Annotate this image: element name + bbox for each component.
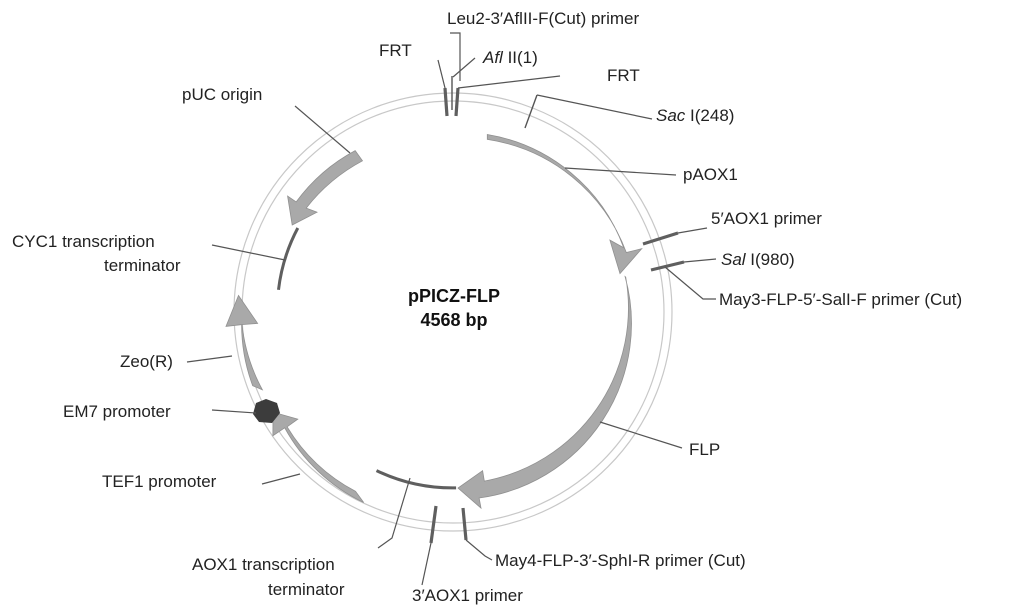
aox1-terminator-leader bbox=[377, 477, 411, 549]
sal-i-label: Sal I(980) bbox=[721, 250, 795, 269]
sac-i-enzyme-name: Sac bbox=[656, 106, 686, 125]
em7-promoter-feature bbox=[253, 399, 280, 423]
em7-promoter-label: EM7 promoter bbox=[63, 402, 171, 421]
em7-promoter-leader bbox=[211, 409, 257, 414]
plasmid-name: pPICZ-FLP bbox=[408, 286, 500, 306]
puc-origin-leader bbox=[294, 105, 351, 154]
sac-i-position: I(248) bbox=[685, 106, 734, 125]
zeo-feature-arrow bbox=[225, 294, 264, 391]
aox1-3-primer-leader bbox=[421, 542, 432, 586]
frt-right-label: FRT bbox=[607, 66, 640, 85]
sac-i-label: Sac I(248) bbox=[656, 106, 734, 125]
puc-origin-feature-arrow bbox=[287, 150, 364, 226]
cyc1-terminator-label-line2: terminator bbox=[104, 256, 181, 275]
sac-i-site-marker bbox=[524, 94, 538, 129]
paox1-leader bbox=[564, 167, 677, 176]
puc-origin-label: pUC origin bbox=[182, 85, 262, 104]
frt-left-marker bbox=[443, 87, 449, 117]
aox1-terminator-label-line1: AOX1 transcription bbox=[192, 555, 335, 574]
cyc1-terminator-leader bbox=[211, 244, 286, 261]
aox1-5-primer-leader bbox=[677, 227, 708, 234]
sal-i-leader bbox=[683, 258, 717, 263]
sal-i-enzyme-name: Sal bbox=[721, 250, 747, 269]
leu2-primer-label: Leu2-3′AflII-F(Cut) primer bbox=[447, 9, 639, 28]
flp-leader bbox=[599, 421, 683, 449]
tef1-promoter-leader bbox=[261, 473, 301, 485]
may4-primer-marker bbox=[461, 507, 468, 541]
aox1-5-primer-label: 5′AOX1 primer bbox=[711, 209, 822, 228]
frt-left-leader bbox=[437, 59, 446, 89]
aox1-terminator-label-line2: terminator bbox=[268, 580, 345, 599]
paox1-label: pAOX1 bbox=[683, 165, 738, 184]
afl-ii-label: Afl II(1) bbox=[482, 48, 538, 67]
aox1-5-primer-marker bbox=[642, 231, 679, 246]
sal-i-position: I(980) bbox=[746, 250, 795, 269]
zeo-label: Zeo(R) bbox=[120, 352, 173, 371]
afl-ii-position: II(1) bbox=[503, 48, 538, 67]
aox1-terminator-feature bbox=[375, 469, 457, 490]
cyc1-terminator-feature bbox=[277, 227, 300, 290]
may4-primer-label: May4-FLP-3′-SphI-R primer (Cut) bbox=[495, 551, 746, 570]
may3-primer-label: May3-FLP-5′-SalI-F primer (Cut) bbox=[719, 290, 962, 309]
afl-ii-enzyme-name: Afl bbox=[482, 48, 504, 67]
tef1-promoter-label: TEF1 promoter bbox=[102, 472, 217, 491]
leu2-primer-leader bbox=[450, 32, 461, 81]
paox1-feature-arrow bbox=[486, 134, 643, 275]
flp-label: FLP bbox=[689, 440, 720, 459]
aox1-3-primer-marker bbox=[429, 505, 438, 544]
sac-i-leader bbox=[536, 94, 653, 120]
plasmid-size: 4568 bp bbox=[420, 310, 487, 330]
may3-primer-marker bbox=[650, 260, 685, 272]
frt-left-label: FRT bbox=[379, 41, 412, 60]
afl-ii-leader bbox=[452, 57, 476, 78]
tef1-feature-arrow bbox=[272, 411, 365, 503]
may3-primer-leader bbox=[664, 266, 716, 300]
aox1-3-primer-label: 3′AOX1 primer bbox=[412, 586, 523, 605]
cyc1-terminator-label-line1: CYC1 transcription bbox=[12, 232, 155, 251]
frt-right-leader bbox=[457, 75, 561, 89]
flp-feature-arrow bbox=[457, 275, 632, 510]
may4-primer-leader bbox=[465, 539, 493, 561]
zeo-leader bbox=[186, 355, 233, 363]
frt-right-marker bbox=[454, 87, 460, 117]
